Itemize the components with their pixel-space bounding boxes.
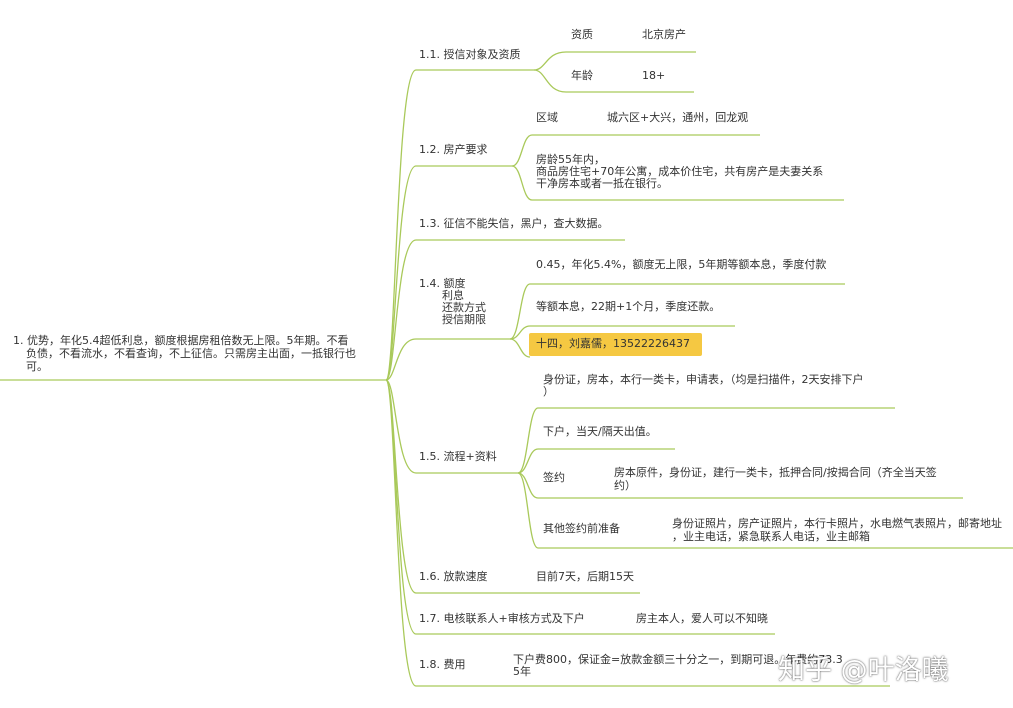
branch-1-4-label-line-4: 授信期限 bbox=[442, 313, 486, 326]
branch-1-5-signing-label: 签约 bbox=[543, 471, 565, 484]
branch-1-5-documents-line-2: ） bbox=[543, 385, 554, 398]
branch-1-5-prep-line-1: 身份证照片，房产证照片，本行卡照片，水电燃气表照片，邮寄地址 bbox=[672, 517, 1002, 530]
root-topic-line-3: 可。 bbox=[26, 360, 48, 373]
branch-1-1-label: 1.1. 授信对象及资质 bbox=[419, 48, 521, 61]
branch-1-3-label: 1.3. 征信不能失信，黑户，查大数据。 bbox=[419, 217, 609, 230]
branch-1-5-prep-label: 其他签约前准备 bbox=[543, 522, 620, 535]
branch-1-2-area-label: 区域 bbox=[536, 111, 558, 124]
branch-1-5-prep-line-2: ，业主电话，紧急联系人电话，业主邮箱 bbox=[672, 530, 870, 543]
branch-1-8-fee-line-1: 下户费800，保证金=放款金额三十分之一，到期可退。年费约73.3 bbox=[513, 653, 843, 666]
branch-1-2-property-line-1: 房龄55年内， bbox=[536, 153, 605, 166]
branch-1-5-signing-line-1: 房本原件，身份证，建行一类卡，抵押合同/按揭合同（齐全当天签 bbox=[614, 466, 937, 479]
root-topic-line-2: 负债，不看流水，不看查询，不上征信。只需房主出面，一抵银行也 bbox=[26, 347, 356, 360]
branch-1-1-age-label: 年龄 bbox=[571, 69, 593, 82]
branch-1-2-label: 1.2. 房产要求 bbox=[419, 143, 488, 156]
branch-1-1-qualification-value: 北京房产 bbox=[642, 28, 686, 41]
branch-1-5-documents-line-1: 身份证，房本，本行一类卡，申请表，（均是扫描件，2天安排下户 bbox=[543, 373, 864, 386]
branch-1-2-area-value: 城六区+大兴，通州，回龙观 bbox=[607, 111, 749, 124]
branch-1-7-label: 1.7. 电核联系人+审核方式及下户 bbox=[419, 612, 585, 625]
branch-1-1-qualification-label: 资质 bbox=[571, 28, 593, 41]
zhihu-watermark: 知乎 @叶洛曦 bbox=[778, 655, 949, 686]
branch-1-4-contact: 十四，刘嘉儒，13522226437 bbox=[536, 337, 690, 350]
branch-1-8-label: 1.8. 费用 bbox=[419, 658, 466, 671]
branch-1-5-inspection: 下户，当天/隔天出值。 bbox=[543, 425, 657, 438]
branch-1-4-label-line-3: 还款方式 bbox=[442, 301, 486, 314]
branch-1-4-repayment: 等额本息，22期+1个月，季度还款。 bbox=[536, 300, 721, 313]
branch-1-2-property-line-3: 干净房本或者一抵在银行。 bbox=[536, 177, 668, 190]
branch-1-7-value: 房主本人，爱人可以不知晓 bbox=[636, 612, 768, 625]
branch-1-1-age-value: 18+ bbox=[642, 69, 666, 82]
branch-1-5-signing-line-2: 约） bbox=[614, 479, 636, 492]
branch-1-4-label-line-2: 利息 bbox=[442, 289, 464, 302]
branch-1-6-label: 1.6. 放款速度 bbox=[419, 570, 488, 583]
contact-highlight bbox=[529, 333, 702, 356]
branch-1-6-value: 目前7天，后期15天 bbox=[536, 570, 634, 583]
branch-1-4-rate-terms: 0.45，年化5.4%，额度无上限，5年期等额本息，季度付款 bbox=[536, 258, 827, 271]
branch-1-4-label-line-1: 1.4. 额度 bbox=[419, 277, 466, 290]
branch-1-2-property-line-2: 商品房住宅+70年公寓，成本价住宅，共有房产是夫妻关系 bbox=[536, 165, 824, 178]
root-topic-line-1: 1. 优势，年化5.4超低利息，额度根据房租倍数无上限。5年期。不看 bbox=[13, 334, 349, 347]
branch-1-8-fee-line-2: 5年 bbox=[513, 665, 531, 678]
branch-1-5-label: 1.5. 流程+资料 bbox=[419, 450, 497, 463]
